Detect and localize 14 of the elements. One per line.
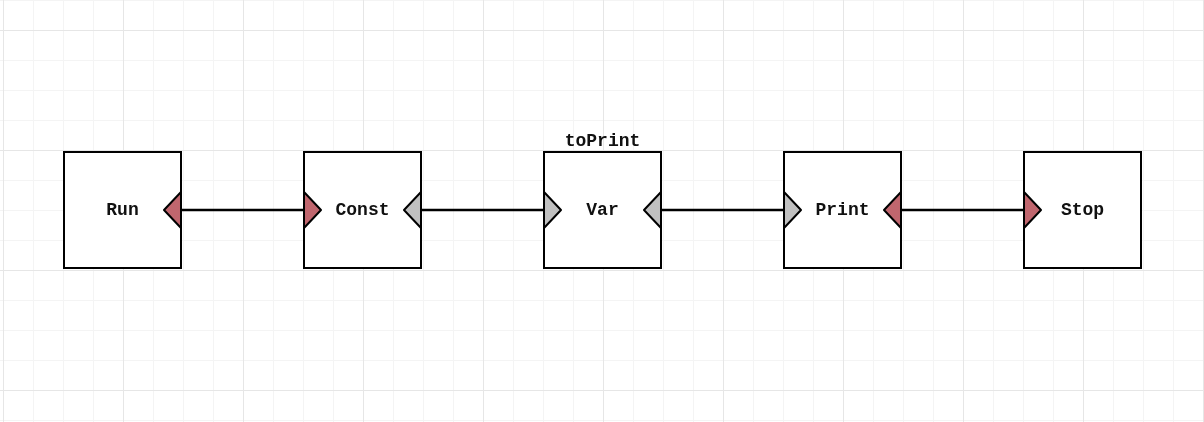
block-heading: toPrint [564,131,641,151]
block-box [783,151,902,269]
block-label: Stop [1060,200,1105,220]
block-label: Var [586,200,619,220]
connector [643,191,802,229]
block-label: Print [815,200,870,220]
block-box [63,151,182,269]
connector [403,191,562,229]
connector [163,191,322,229]
connector [883,191,1042,229]
block-label: Const [335,200,390,220]
block-box [303,151,422,269]
block-box [1023,151,1142,269]
block-label: Run [106,200,139,220]
